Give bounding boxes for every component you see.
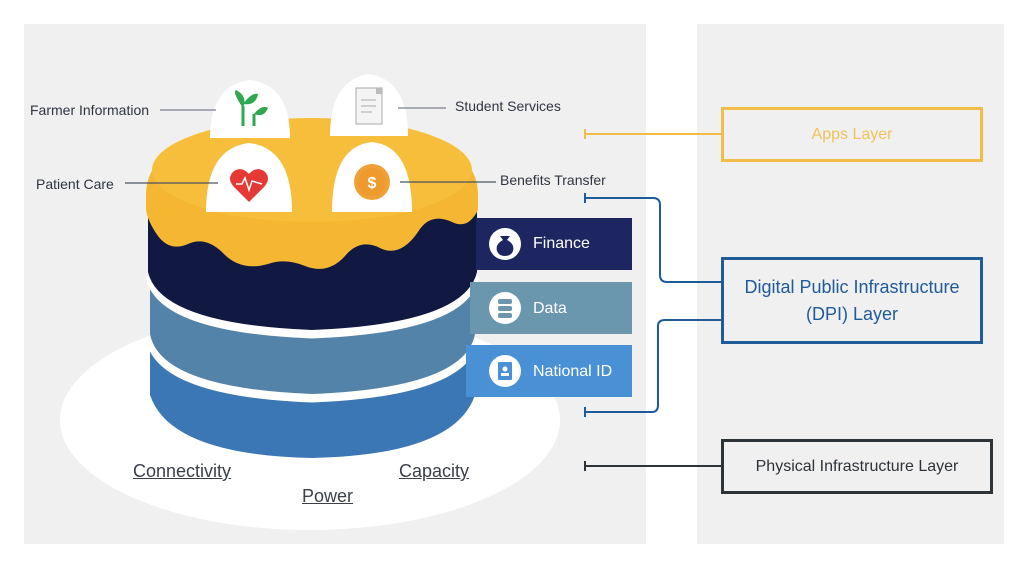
document-icon bbox=[355, 87, 383, 125]
dpi-layer-label: Digital Public Infrastructure (DPI) Laye… bbox=[744, 276, 960, 324]
apps-layer-label: Apps Layer bbox=[811, 125, 893, 143]
app-label-student-services: Student Services bbox=[455, 98, 561, 114]
physical-layer-label: Physical Infrastructure Layer bbox=[755, 457, 959, 475]
app-label-patient-care: Patient Care bbox=[36, 176, 114, 192]
heart-pulse-icon bbox=[230, 169, 268, 202]
physical-label-power: Power bbox=[302, 486, 354, 506]
database-icon bbox=[489, 292, 521, 324]
dpi-connector-top bbox=[584, 193, 721, 283]
tier-label-national-id: National ID bbox=[533, 363, 613, 380]
app-label-benefits-transfer: Benefits Transfer bbox=[500, 172, 606, 188]
money-bag-icon bbox=[489, 228, 521, 260]
dollar-coin-icon: $ bbox=[354, 164, 390, 200]
apps-layer-box: Apps Layer bbox=[721, 107, 983, 162]
physical-connector bbox=[584, 461, 721, 471]
physical-label-connectivity: Connectivity bbox=[133, 461, 232, 481]
app-bubble-farmer bbox=[210, 80, 290, 139]
physical-layer-box: Physical Infrastructure Layer bbox=[721, 439, 993, 494]
dpi-layer-box: Digital Public Infrastructure (DPI) Laye… bbox=[721, 257, 983, 344]
icing-top bbox=[152, 118, 472, 222]
app-label-farmer-information: Farmer Information bbox=[30, 102, 150, 118]
dpi-connector-bottom bbox=[584, 319, 721, 417]
tier-label-finance: Finance bbox=[533, 235, 590, 252]
svg-text:$: $ bbox=[368, 175, 377, 192]
physical-label-capacity: Capacity bbox=[399, 461, 470, 481]
layer-separator bbox=[145, 274, 480, 339]
layer-separator bbox=[145, 336, 480, 403]
tier-label-data: Data bbox=[533, 300, 567, 317]
id-card-icon bbox=[489, 355, 521, 387]
sprout-icon bbox=[234, 90, 268, 126]
apps-connector bbox=[584, 129, 721, 139]
